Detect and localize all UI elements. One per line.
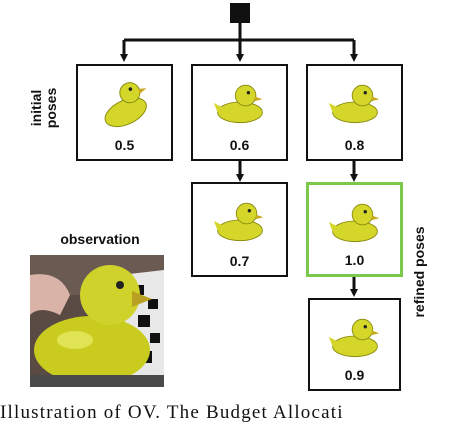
refined-pose-box-selected: 1.0 [306, 182, 403, 277]
initial-pose-box-2: 0.6 [191, 64, 288, 161]
refined-pose-box-3b: 0.9 [308, 298, 401, 391]
rubber-duck-icon [328, 318, 379, 358]
pose-score: 0.8 [344, 137, 365, 153]
pose-score: 0.5 [114, 137, 135, 153]
figure-caption: Illustration of OV. The Budget Allocati [0, 402, 344, 423]
root-square-icon [230, 3, 250, 23]
pose-score: 0.7 [229, 253, 250, 269]
initial-poses-label-line1: initial [28, 89, 44, 127]
observation-duck-photo [30, 255, 164, 387]
pose-score: 0.6 [229, 137, 250, 153]
initial-pose-box-3: 0.8 [306, 64, 403, 161]
rubber-duck-icon [213, 202, 263, 242]
observation-photo [30, 255, 164, 387]
tree-arrows [120, 22, 358, 297]
initial-pose-box-1: 0.5 [76, 64, 173, 161]
initial-poses-label-line2: poses [43, 87, 59, 129]
refined-pose-box-2: 0.7 [191, 182, 288, 277]
initial-poses-label: initial poses [28, 73, 61, 143]
refined-poses-label: refined poses [411, 226, 427, 318]
pose-score: 1.0 [344, 252, 365, 268]
observation-label: observation [60, 231, 140, 247]
rubber-duck-icon [328, 203, 379, 243]
rubber-duck-icon [213, 84, 263, 124]
rubber-duck-icon [328, 84, 379, 124]
pose-score: 0.9 [344, 367, 365, 383]
rubber-duck-icon [104, 82, 147, 128]
